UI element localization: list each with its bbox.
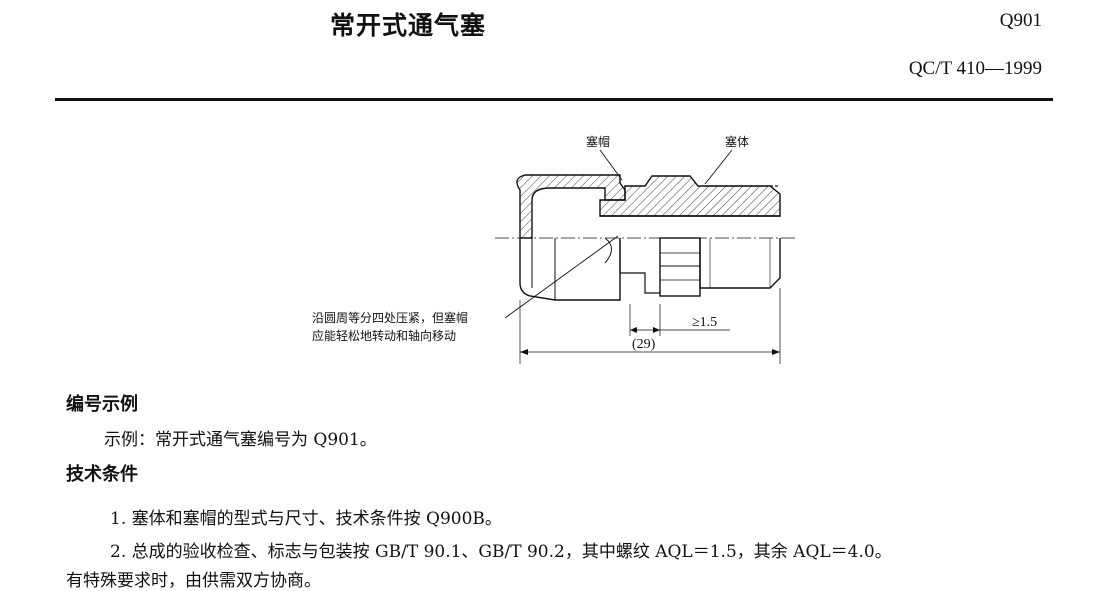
tech-item-1: 1. 塞体和塞帽的型式与尺寸、技术条件按 Q900B。	[110, 509, 502, 529]
example-text: 示例：常开式通气塞编号为 Q901。	[104, 430, 377, 450]
label-body: 塞体	[725, 134, 749, 149]
note-line-1: 沿圆周等分四处压紧，但塞帽	[312, 310, 468, 325]
heading-example: 编号示例	[66, 394, 138, 415]
standard-number: QC/T 410—1999	[908, 58, 1042, 79]
technical-drawing: 塞帽 塞体 沿圆周等分四处压紧，但塞帽 应能轻松地转动和轴向移动 ≥1.5 (2…	[300, 128, 800, 368]
heading-tech: 技术条件	[66, 464, 138, 485]
cap-lower	[519, 238, 621, 301]
tech-item-2: 2. 总成的验收检查、标志与包装按 GB/T 90.1、GB/T 90.2，其中…	[110, 542, 892, 562]
page-title: 常开式通气塞	[330, 11, 487, 40]
body-section	[599, 175, 781, 217]
note-line-2: 应能轻松地转动和轴向移动	[312, 328, 456, 343]
drawing-svg: 塞帽 塞体 沿圆周等分四处压紧，但塞帽 应能轻松地转动和轴向移动 ≥1.5 (2…	[312, 134, 795, 364]
dimension-total: (29)	[632, 337, 656, 352]
hex-nut	[659, 237, 701, 297]
header-rule	[55, 98, 1053, 101]
label-cap: 塞帽	[586, 134, 610, 149]
thread-lower	[699, 238, 781, 289]
product-code: Q901	[999, 10, 1042, 31]
tech-item-2-continued: 有特殊要求时，由供需双方协商。	[66, 571, 321, 591]
dimension-min: ≥1.5	[692, 315, 717, 330]
